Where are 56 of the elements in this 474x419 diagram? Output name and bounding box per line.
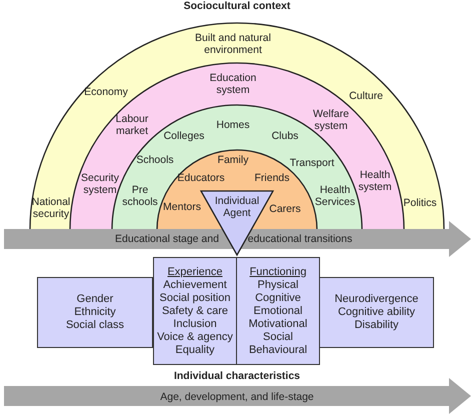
item-label: Voice & agency: [157, 330, 233, 344]
item-label: educational transitions: [246, 233, 354, 245]
stage-arrow: [3, 221, 471, 257]
item-label: Behavioural: [248, 344, 308, 356]
ring-label: Mentors: [162, 201, 202, 213]
characteristics-box: [37, 277, 153, 348]
item-label: Gender: [76, 293, 114, 306]
item-label: Age, development, and life-stage: [159, 391, 315, 403]
item-label: Social position: [160, 292, 230, 304]
section-label: Individual characteristics: [174, 370, 300, 382]
ring-label: Schools: [135, 154, 175, 166]
item-label: Motivational: [248, 318, 308, 330]
ring-label: Friends: [253, 172, 290, 184]
ring-label: Politics: [402, 197, 438, 209]
ring-label: Carers: [268, 203, 302, 215]
item-label: Cognitive ability: [338, 306, 416, 319]
item-label: Social class: [66, 319, 124, 332]
diagram-title: Sociocultural context: [184, 0, 290, 12]
ring-label: Educators: [176, 172, 226, 184]
ring-label: Pre schools: [121, 184, 159, 208]
item-label: Social: [263, 330, 293, 344]
item-label: Safety & care: [162, 304, 228, 318]
item-label: Achievement: [163, 278, 227, 292]
item-label: Cognitive: [255, 292, 301, 304]
ring-label: Homes: [215, 119, 251, 131]
ring-label: Clubs: [270, 130, 300, 142]
life-stage-arrow: [3, 378, 471, 414]
ring-label: Security system: [80, 172, 120, 196]
item-label: Ethnicity: [74, 306, 116, 319]
item-label: Individual Agent: [214, 195, 260, 219]
ring-label: Education system: [208, 72, 258, 96]
experience-box: [153, 257, 237, 365]
item-label: Equality: [175, 344, 215, 356]
ring-label: Health system: [357, 169, 393, 193]
ring-label: Built and natural environment: [194, 32, 272, 56]
characteristics-box: [319, 277, 434, 348]
item-label: Inclusion: [173, 318, 217, 330]
ring-label: Labour market: [114, 113, 150, 137]
item-label: Educational stage and: [114, 233, 220, 245]
middle-ring-band: [70, 63, 404, 230]
ring-label: Economy: [83, 86, 129, 98]
ring-label: Health Services: [314, 184, 356, 208]
ring-label: Family: [216, 154, 250, 166]
ring-label: Transport: [288, 157, 336, 169]
ring-label: National security: [30, 196, 72, 220]
column-heading: Functioning: [250, 266, 306, 278]
item-label: Neurodivergence: [334, 293, 418, 306]
item-label: Emotional: [254, 304, 302, 318]
ring-label: Welfare system: [312, 108, 350, 132]
item-label: Disability: [354, 319, 398, 332]
ring-label: Colleges: [162, 130, 206, 142]
column-heading: Experience: [167, 266, 223, 278]
ring-label: Culture: [348, 90, 384, 102]
outer-ring-band: [30, 23, 444, 230]
functioning-box: [236, 257, 320, 365]
item-label: Physical: [258, 278, 298, 292]
